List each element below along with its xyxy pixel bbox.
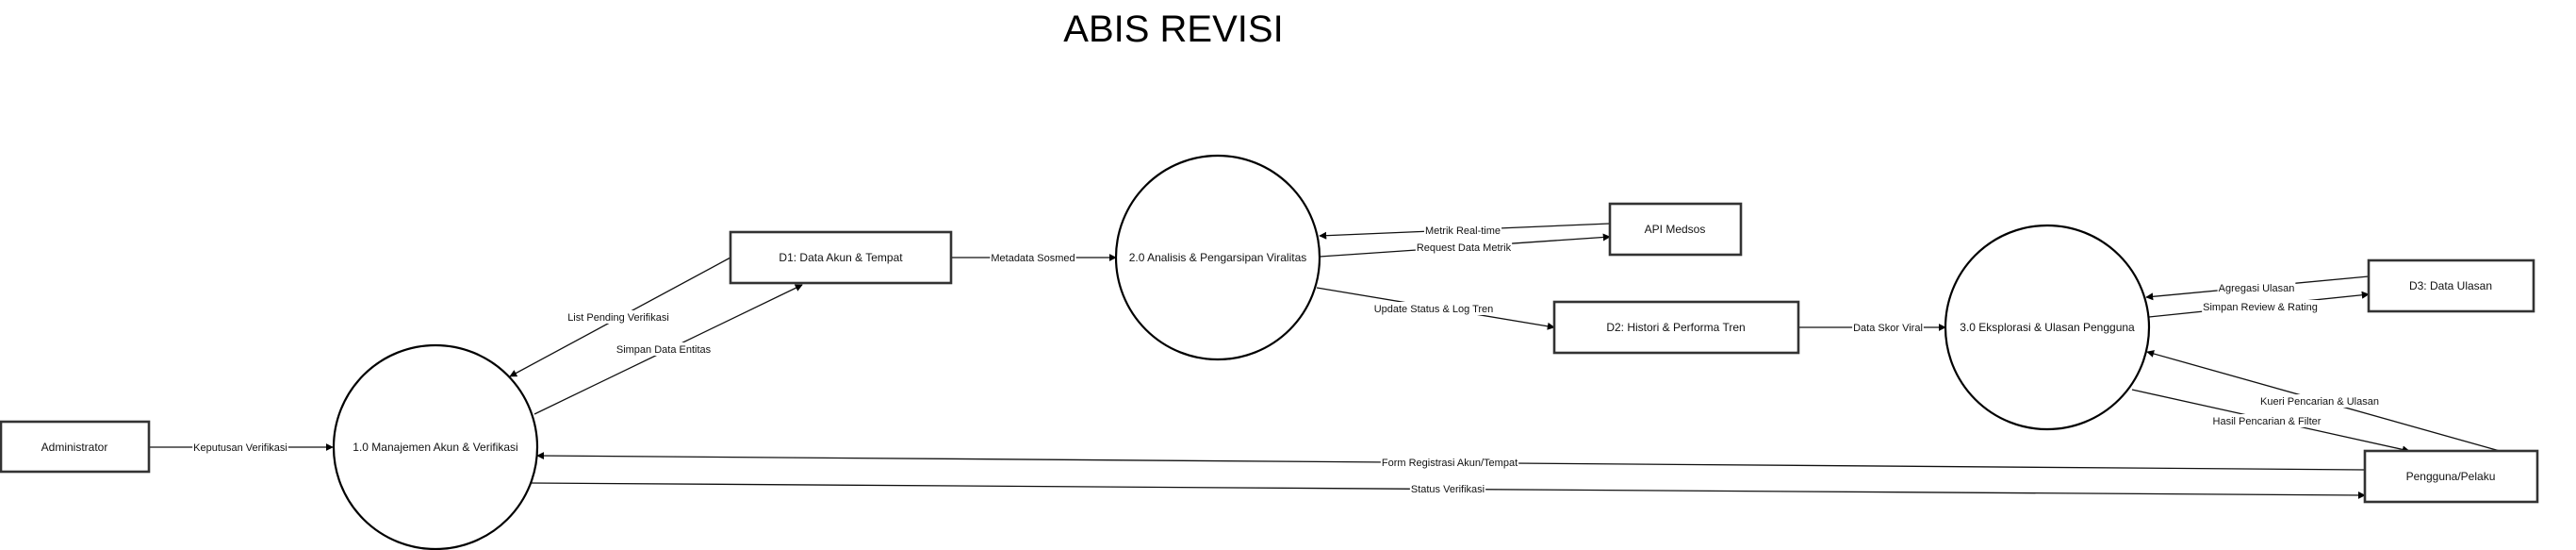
svg-text:Metadata Sosmed: Metadata Sosmed [991,253,1075,264]
flow-label-agregasi-ulasan: Agregasi Ulasan [2217,281,2296,294]
flow-label-metrik-real-time: Metrik Real-time [1423,224,1502,237]
flow-label-simpan-review-rating: Simpan Review & Rating [2202,300,2319,313]
node-label: 2.0 Analisis & Pengarsipan Viralitas [1129,251,1307,264]
flow-label-list-pending-verifikasi: List Pending Verifikasi [566,310,670,324]
svg-text:Agregasi Ulasan: Agregasi Ulasan [2219,283,2295,294]
node-label: D3: Data Ulasan [2409,279,2492,292]
svg-text:Request Data Metrik: Request Data Metrik [1417,242,1512,254]
node-d3[interactable]: D3: Data Ulasan [2367,258,2535,313]
external-entity-box [1608,202,1743,257]
node-pengguna[interactable]: Pengguna/Pelaku [2363,449,2539,504]
svg-text:Simpan Review & Rating: Simpan Review & Rating [2203,302,2318,313]
node-label: 1.0 Manajemen Akun & Verifikasi [353,441,517,454]
data-store-box [729,230,953,285]
node-label: D2: Histori & Performa Tren [1606,321,1745,334]
flow-label-hasil-pencarian-filter: Hasil Pencarian & Filter [2211,414,2322,427]
node-d2[interactable]: D2: Histori & Performa Tren [1552,300,1800,355]
svg-text:Metrik Real-time: Metrik Real-time [1425,225,1501,237]
node-label: Pengguna/Pelaku [2406,470,2496,483]
flow-label-simpan-data-entitas: Simpan Data Entitas [615,342,713,356]
flow-label-kueri-pencarian-ulasan: Kueri Pencarian & Ulasan [2259,394,2380,408]
node-label: Administrator [41,441,108,454]
process-circle [1114,154,1321,361]
node-process-2[interactable]: 2.0 Analisis & Pengarsipan Viralitas [1114,154,1321,361]
svg-text:Keputusan Verifikasi: Keputusan Verifikasi [193,442,287,454]
data-store-box [2367,258,2535,313]
process-circle [332,343,539,550]
flow-label-update-status-log-tren: Update Status & Log Tren [1372,302,1495,315]
node-process-1[interactable]: 1.0 Manajemen Akun & Verifikasi [332,343,539,550]
diagram-title: ABIS REVISI [1063,8,1283,50]
svg-text:Data Skor Viral: Data Skor Viral [1853,323,1923,334]
flow-label-form-registrasi: Form Registrasi Akun/Tempat [1380,456,1519,469]
flow-label-request-data-metrik: Request Data Metrik [1415,241,1513,254]
external-entity-box [0,420,151,474]
svg-text:List Pending Verifikasi: List Pending Verifikasi [567,312,669,324]
flow-label-status-verifikasi: Status Verifikasi [1409,482,1486,495]
flow-label-data-skor-viral: Data Skor Viral [1852,321,1924,334]
flow-labels-layer: Keputusan Verifikasi List Pending Verifi… [192,224,2380,495]
node-administrator[interactable]: Administrator [0,420,151,474]
svg-text:Hasil Pencarian & Filter: Hasil Pencarian & Filter [2213,416,2322,427]
node-label: 3.0 Eksplorasi & Ulasan Pengguna [1960,321,2135,334]
svg-text:Form Registrasi Akun/Tempat: Form Registrasi Akun/Tempat [1382,458,1518,469]
external-entity-box [2363,449,2539,504]
svg-text:Simpan Data Entitas: Simpan Data Entitas [616,344,712,356]
node-process-3[interactable]: 3.0 Eksplorasi & Ulasan Pengguna [1944,224,2151,431]
svg-text:Update Status & Log Tren: Update Status & Log Tren [1374,304,1494,315]
flow-label-metadata-sosmed: Metadata Sosmed [990,251,1076,264]
node-label: D1: Data Akun & Tempat [779,251,903,264]
data-store-box [1552,300,1800,355]
svg-text:Kueri Pencarian & Ulasan: Kueri Pencarian & Ulasan [2260,396,2379,408]
node-d1[interactable]: D1: Data Akun & Tempat [729,230,953,285]
node-label: API Medsos [1645,223,1706,236]
flow-label-keputusan-verifikasi: Keputusan Verifikasi [192,441,288,454]
process-circle [1944,224,2151,431]
svg-text:Status Verifikasi: Status Verifikasi [1411,484,1485,495]
node-api-medsos[interactable]: API Medsos [1608,202,1743,257]
